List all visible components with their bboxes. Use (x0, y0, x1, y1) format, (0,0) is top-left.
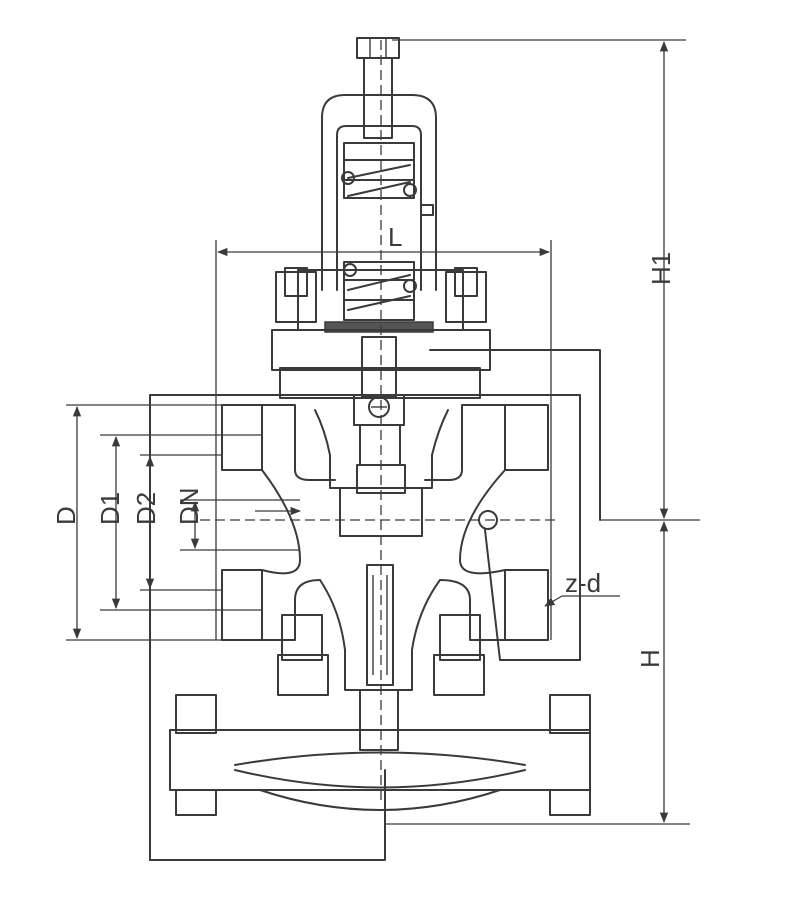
lower-diaphragm (169, 689, 591, 816)
label-D1: D1 (95, 492, 125, 525)
adjusting-screw (356, 37, 400, 139)
label-H1: H1 (646, 252, 676, 285)
center-lines (200, 40, 560, 800)
label-DN: DN (174, 487, 204, 525)
dimension-L (215, 240, 552, 640)
label-D2: D2 (131, 492, 161, 525)
spring-bonnet (321, 94, 437, 321)
dimension-zd (544, 595, 620, 607)
pressure-tap (478, 510, 498, 530)
dimension-H (385, 39, 700, 825)
label-H: H (635, 649, 665, 668)
pilot-pipe (149, 349, 601, 861)
dimension-diameters (66, 404, 300, 641)
label-zd: z-d (565, 568, 601, 598)
label-D: D (51, 506, 81, 525)
label-L: L (388, 222, 402, 252)
